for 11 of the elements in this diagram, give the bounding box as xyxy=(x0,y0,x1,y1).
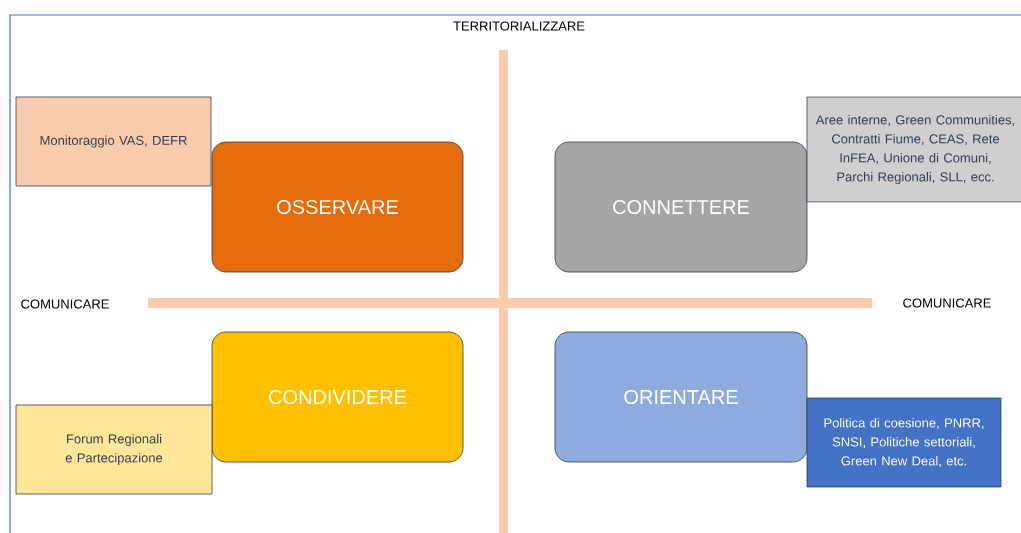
process-box: OSSERVARE xyxy=(211,141,464,273)
note-box: Forum Regionali e Partecipazione xyxy=(15,404,213,495)
process-box: ORIENTARE xyxy=(554,331,808,463)
note-box: Politica di coesione, PNRR, SNSI, Politiche settoriali, Green New Deal, etc. xyxy=(806,397,1002,488)
process-box: CONNETTERE xyxy=(554,141,808,273)
note-box: Monitoraggio VAS, DEFR xyxy=(15,96,212,187)
axis-label: COMUNICARE xyxy=(903,298,991,308)
process-box: CONDIVIDERE xyxy=(211,331,464,463)
axis-label: COMUNICARE xyxy=(21,299,109,309)
note-box: Aree interne, Green Communities, Contratti Fiume, CEAS, Rete InFEA, Unione di Comuni, Parchi Regionali, SLL, ecc. xyxy=(806,96,1021,203)
axis-label: TERRITORIALIZZARE xyxy=(453,21,585,31)
